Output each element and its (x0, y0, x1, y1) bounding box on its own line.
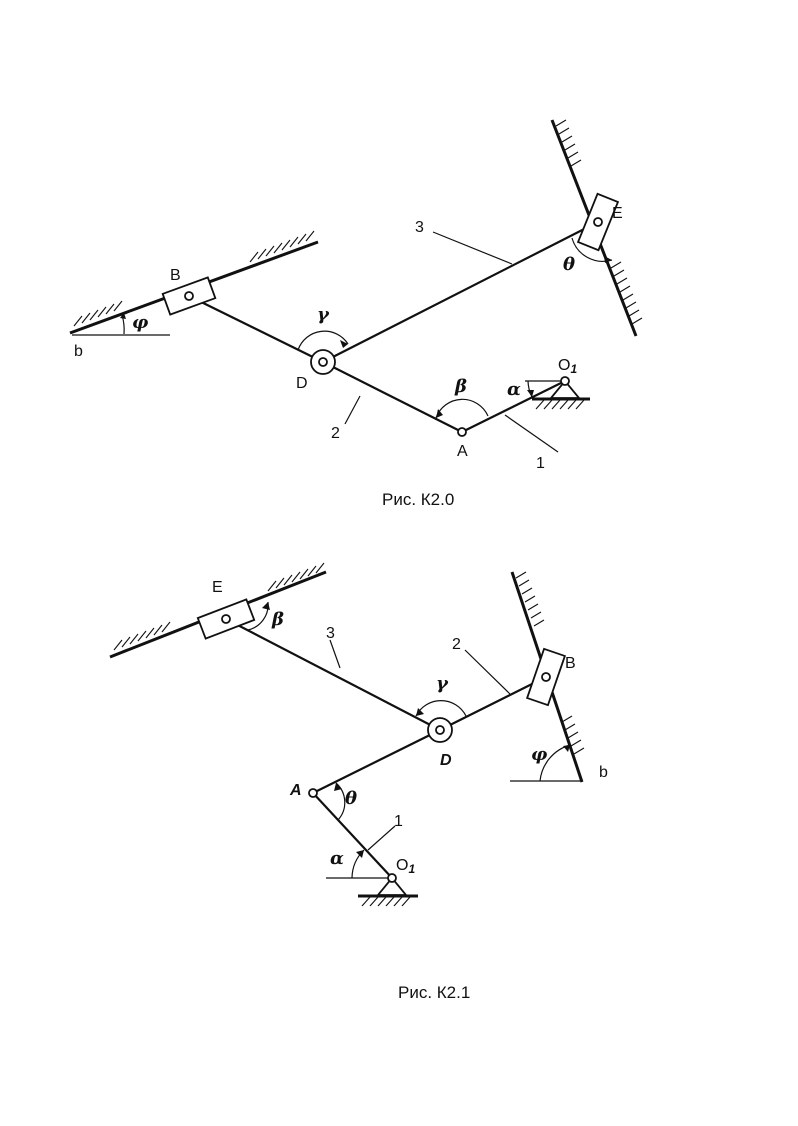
joint-e-fig1 (221, 614, 231, 624)
label-b-lower-fig1: b (599, 764, 608, 781)
link-ad-fig1 (311, 728, 442, 795)
label-d-fig0: D (296, 375, 308, 392)
label-beta-fig1: β (271, 609, 284, 630)
link-bd-fig0 (187, 294, 325, 364)
label-link-2-fig1: 2 (452, 636, 461, 653)
label-theta-fig0: θ (563, 254, 575, 275)
joint-d-fig1 (435, 725, 445, 735)
label-a-fig1: A (289, 782, 302, 799)
figure-k2-1: E B b D A O1 3 2 1 β γ φ θ α Рис. К2.1 (109, 562, 608, 1002)
leader-3-fig0 (432, 231, 513, 265)
joint-o1-fig0 (560, 376, 570, 386)
leader-1-fig1 (367, 825, 396, 851)
phi-arc (121, 314, 125, 335)
label-theta-fig1: θ (345, 788, 357, 809)
label-beta-fig0: β (454, 376, 467, 397)
leader-2-fig1 (464, 649, 511, 695)
label-alpha-fig0: α (507, 379, 521, 400)
gamma-arc-fig1 (415, 700, 467, 717)
joint-a-fig0 (457, 427, 467, 437)
label-b-lower-fig0: b (74, 343, 83, 360)
label-link-3-fig0: 3 (415, 219, 424, 236)
joint-a-fig1 (308, 788, 318, 798)
support-o1-fig0 (532, 379, 590, 410)
label-a-fig0: A (457, 443, 468, 460)
label-link-1-fig0: 1 (536, 455, 545, 472)
gamma-arc-fig0 (297, 330, 349, 351)
label-phi-fig0: φ (132, 312, 149, 333)
joint-b-fig1 (541, 672, 551, 682)
link-2-fig1 (438, 675, 548, 732)
label-link-1-fig1: 1 (394, 813, 403, 830)
caption-fig0: Рис. К2.0 (382, 490, 454, 509)
label-b-fig0: B (170, 267, 181, 284)
label-gamma-fig1: γ (436, 673, 449, 694)
label-gamma-fig0: γ (317, 304, 330, 325)
label-o1-fig1: O1 (396, 857, 415, 876)
label-d-fig1: D (440, 752, 452, 769)
support-o1-fig1 (358, 876, 418, 907)
label-phi-fig1: φ (531, 744, 548, 765)
label-b-fig1: B (565, 655, 576, 672)
link-3-fig1 (224, 617, 442, 732)
link-1-fig0 (460, 379, 567, 434)
caption-fig1: Рис. К2.1 (398, 983, 470, 1002)
label-e-fig0: E (612, 205, 623, 222)
joint-e-fig0 (593, 217, 603, 227)
label-link-2-fig0: 2 (331, 425, 340, 442)
joint-d-fig0 (318, 357, 328, 367)
joint-o1-fig1 (387, 873, 397, 883)
beta-arc-fig0 (435, 398, 489, 419)
label-alpha-fig1: α (330, 848, 344, 869)
joint-b-fig0 (184, 291, 194, 301)
label-o1-fig0: O1 (558, 357, 577, 376)
label-e-fig1: E (212, 579, 223, 596)
leader-1-fig0 (504, 414, 559, 453)
label-link-3-fig1: 3 (326, 625, 335, 642)
link-1-fig1 (311, 791, 394, 880)
link-2-fig0 (321, 360, 464, 434)
figure-k2-0: B b D A E O1 3 2 1 φ γ β α θ Рис. К2.0 (69, 119, 643, 509)
link-3-fig0 (321, 220, 600, 364)
leader-3-fig1 (329, 639, 341, 669)
leader-2-fig0 (344, 395, 361, 425)
